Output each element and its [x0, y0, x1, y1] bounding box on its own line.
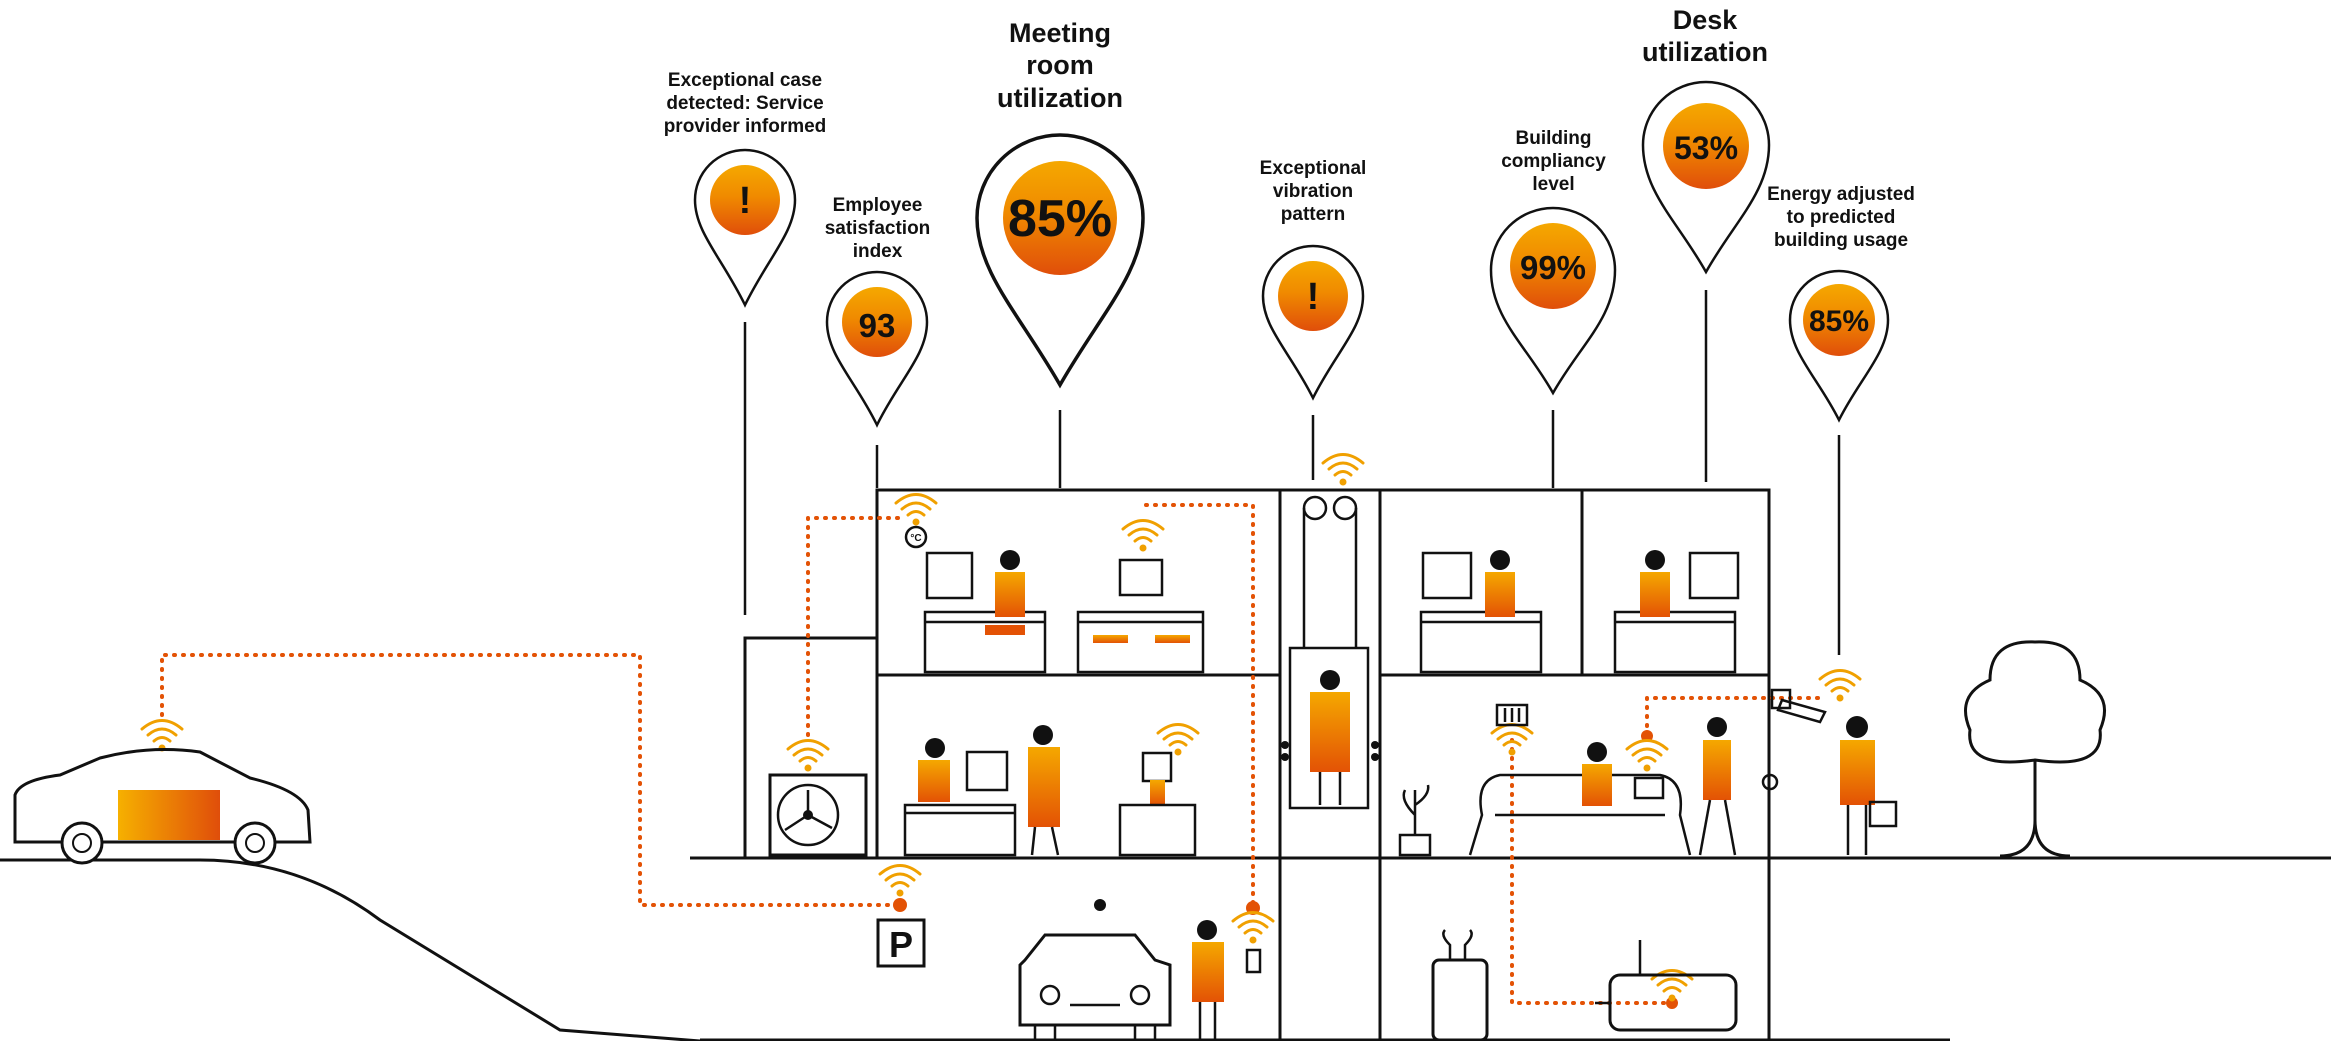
office-desks-lower-left — [903, 725, 1197, 857]
parking-sign: P — [876, 918, 926, 968]
garage-car-icon — [1018, 899, 1172, 1041]
car-icon — [13, 748, 312, 865]
pin-value: 85% — [1008, 190, 1112, 248]
pin-exceptional-case: ! — [693, 148, 797, 308]
pin-value: 85% — [1809, 305, 1869, 338]
pin-vibration: ! — [1261, 244, 1365, 401]
pin-label-vibration: Exceptional vibration pattern — [1259, 158, 1367, 225]
pin-value: ! — [1307, 276, 1320, 318]
camera-icon — [1770, 688, 1827, 724]
heater-icon — [1431, 929, 1738, 1041]
pin-energy: 85% — [1788, 269, 1890, 423]
pin-stems — [743, 290, 1841, 655]
data-links — [160, 503, 1827, 1005]
pin-value: 99% — [1520, 249, 1586, 286]
person-briefcase-icon — [1840, 716, 1898, 855]
pin-label-exceptional-case: Exceptional case detected: Service provi… — [663, 70, 827, 137]
pin-label-compliancy: Building compliancy level — [1501, 128, 1606, 195]
pin-value: ! — [739, 180, 752, 222]
tree-icon — [1964, 640, 2106, 858]
air-conditioner-icon — [768, 773, 868, 857]
person-phone-icon — [1192, 920, 1262, 1040]
wifi-icon — [140, 453, 1862, 1003]
pin-desk: 53% — [1641, 80, 1771, 275]
office-desks-upper-right — [1419, 550, 1740, 674]
lounge-area — [1398, 703, 1779, 857]
ground-line — [0, 858, 701, 1041]
building — [743, 488, 1771, 1041]
pin-label-employee-satisfaction: Employee satisfaction index — [824, 195, 931, 262]
elevator-icon — [1281, 495, 1379, 810]
pin-label-desk: Desk utilization — [1642, 5, 1768, 68]
svg-text:°C: °C — [910, 533, 921, 544]
parking-letter: P — [889, 924, 913, 965]
pin-label-energy: Energy adjusted to predicted building us… — [1767, 184, 1915, 251]
pin-compliancy: 99% — [1489, 206, 1617, 396]
pin-value: 93 — [859, 307, 896, 344]
pin-employee-satisfaction: 93 — [825, 270, 929, 428]
office-desks-upper-left — [923, 550, 1205, 674]
pin-meeting-room: 85% — [975, 133, 1145, 389]
pin-value: 53% — [1674, 130, 1738, 166]
pin-label-meeting-room: Meeting room utilization — [997, 18, 1123, 113]
thermostat-icon: °C — [904, 525, 928, 549]
